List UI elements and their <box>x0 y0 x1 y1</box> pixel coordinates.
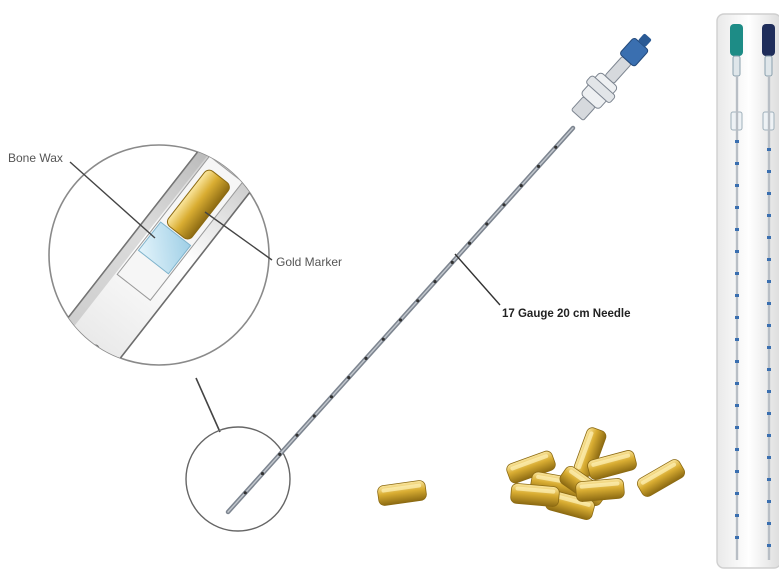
magnified-tip-view <box>0 119 279 456</box>
tray-mark <box>767 368 771 371</box>
depth-mark <box>399 318 402 321</box>
depth-mark <box>364 357 367 360</box>
tray-mark <box>767 478 771 481</box>
tray-mark <box>735 140 739 143</box>
tray-mark <box>767 258 771 261</box>
tray-mark <box>735 162 739 165</box>
tray-mark <box>735 250 739 253</box>
tray-mark <box>767 456 771 459</box>
tray-mark <box>767 500 771 503</box>
tray-mark <box>735 426 739 429</box>
tray-mark <box>735 404 739 407</box>
depth-mark <box>330 395 333 398</box>
preloaded-needles-tray <box>717 14 779 568</box>
tray-mark <box>735 272 739 275</box>
gold-marker <box>575 478 625 502</box>
tray-mark <box>767 390 771 393</box>
magnifier-connector <box>196 378 220 432</box>
depth-mark <box>261 472 264 475</box>
tray-mark <box>735 338 739 341</box>
tray-mark <box>735 382 739 385</box>
gold-fiducial-markers <box>377 426 687 521</box>
tray-mark <box>735 206 739 209</box>
depth-mark <box>433 280 436 283</box>
tray-mark <box>767 302 771 305</box>
depth-mark <box>416 299 419 302</box>
depth-mark <box>502 203 505 206</box>
tray-mark <box>735 228 739 231</box>
depth-mark <box>537 165 540 168</box>
tray-mark <box>767 170 771 173</box>
depth-mark <box>295 434 298 437</box>
tray-mark <box>767 346 771 349</box>
tray-mark <box>735 492 739 495</box>
tray-mark <box>767 412 771 415</box>
gold-marker <box>510 483 560 507</box>
depth-mark <box>278 453 281 456</box>
tray-mark <box>767 192 771 195</box>
gold-marker <box>377 480 427 506</box>
tray-mark <box>767 214 771 217</box>
label-bone-wax: Bone Wax <box>8 151 63 165</box>
hub-navy <box>762 24 775 56</box>
tray-mark <box>735 184 739 187</box>
tray-mark <box>735 448 739 451</box>
hub-teal <box>730 24 743 56</box>
tray-mark <box>735 360 739 363</box>
tray-mark <box>767 434 771 437</box>
tray-mark <box>767 544 771 547</box>
gold-marker <box>635 457 687 498</box>
needle-hub <box>565 26 660 126</box>
depth-mark <box>451 261 454 264</box>
depth-mark <box>244 491 247 494</box>
tray-mark <box>735 294 739 297</box>
depth-mark <box>485 222 488 225</box>
label-needle: 17 Gauge 20 cm Needle <box>502 308 630 320</box>
tray-mark <box>767 324 771 327</box>
tray-mark <box>767 522 771 525</box>
tray-mark <box>767 236 771 239</box>
callout-needle: 17 Gauge 20 cm Needle <box>455 254 630 320</box>
depth-mark <box>520 184 523 187</box>
tray-mark <box>735 470 739 473</box>
tray-mark <box>767 280 771 283</box>
tray-mark <box>735 514 739 517</box>
tray-mark <box>767 148 771 151</box>
label-gold-marker: Gold Marker <box>276 255 342 269</box>
depth-mark <box>313 414 316 417</box>
bevel-face <box>27 339 109 453</box>
depth-mark <box>347 376 350 379</box>
depth-mark <box>554 146 557 149</box>
tray-mark <box>735 316 739 319</box>
tip-highlight-circle <box>186 427 290 531</box>
depth-mark <box>468 242 471 245</box>
tray-mark <box>735 536 739 539</box>
depth-mark <box>382 338 385 341</box>
bevel-tip <box>0 328 112 447</box>
